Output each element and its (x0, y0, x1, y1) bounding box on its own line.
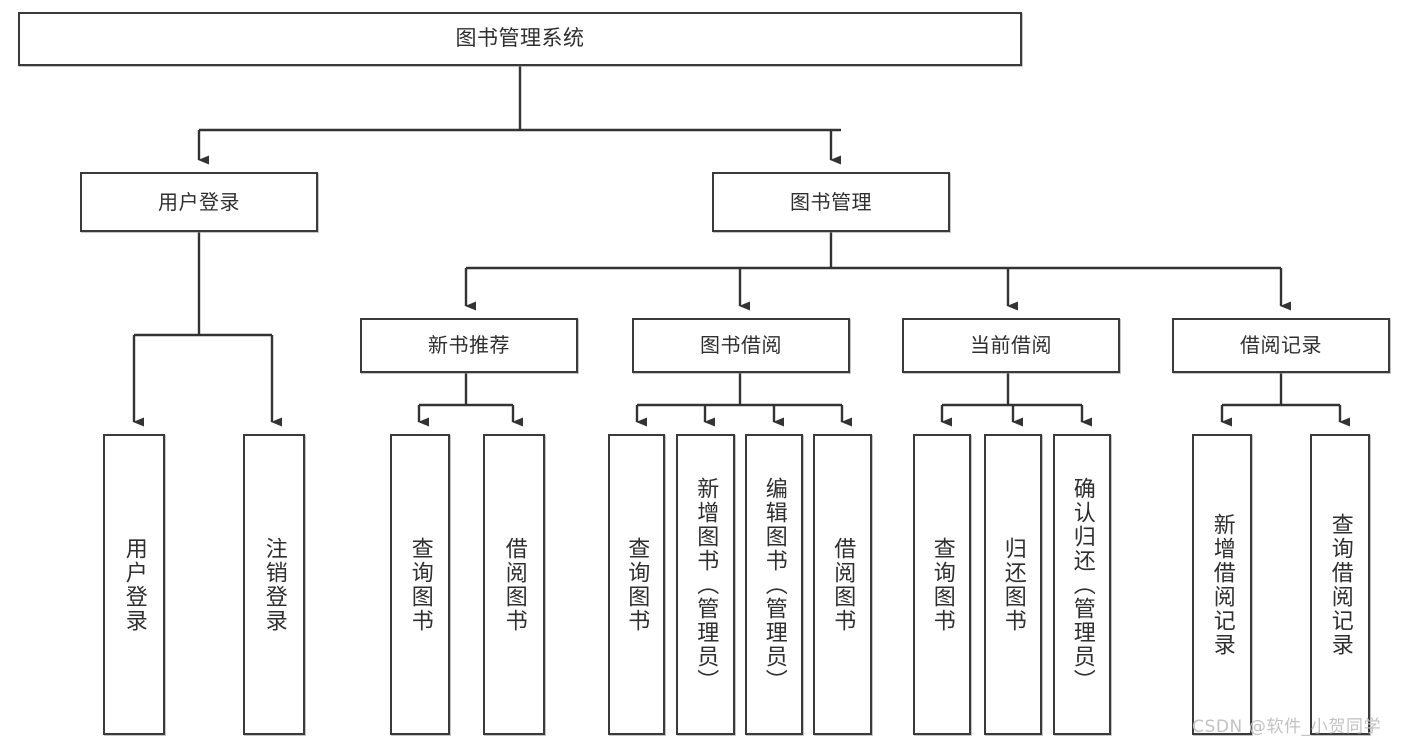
node-label: 新书推荐 (428, 333, 510, 358)
node-book-management[interactable]: 图书管理 (712, 172, 950, 232)
node-label: 借阅记录 (1240, 333, 1322, 358)
leaf-query-borrowing-record[interactable]: 查询借阅记录 (1310, 434, 1370, 735)
node-label: 图书借阅 (700, 333, 782, 358)
node-label: 借阅图书 (830, 536, 856, 633)
node-label: 新增图书（管理员） (693, 476, 719, 693)
node-label: 新增借阅记录 (1209, 512, 1235, 657)
node-label: 归还图书 (1000, 536, 1026, 633)
leaf-user-login[interactable]: 用户登录 (103, 434, 165, 735)
node-user-login[interactable]: 用户登录 (80, 172, 318, 232)
node-label: 用户登录 (121, 536, 147, 633)
node-new-book-recommendation[interactable]: 新书推荐 (360, 318, 578, 373)
node-label: 当前借阅 (970, 333, 1052, 358)
node-root-book-management-system[interactable]: 图书管理系统 (18, 12, 1022, 66)
leaf-borrow-books-borrowing[interactable]: 借阅图书 (813, 434, 872, 735)
node-label: 借阅图书 (501, 536, 527, 633)
node-label: 查询借阅记录 (1327, 512, 1353, 657)
node-label: 查询图书 (407, 536, 433, 633)
leaf-logout[interactable]: 注销登录 (243, 434, 305, 735)
leaf-confirm-return-admin[interactable]: 确认归还（管理员） (1053, 434, 1111, 735)
node-label: 图书管理 (790, 189, 872, 214)
leaf-borrow-books-newbook[interactable]: 借阅图书 (483, 434, 545, 735)
node-label: 查询图书 (929, 536, 955, 633)
leaf-query-books-newbook[interactable]: 查询图书 (390, 434, 450, 735)
leaf-return-books[interactable]: 归还图书 (984, 434, 1042, 735)
node-label: 用户登录 (158, 189, 240, 214)
leaf-edit-book-admin[interactable]: 编辑图书（管理员） (745, 434, 803, 735)
node-label: 图书管理系统 (455, 26, 585, 51)
node-label: 确认归还（管理员） (1069, 476, 1095, 693)
node-current-borrowing[interactable]: 当前借阅 (902, 318, 1120, 373)
leaf-query-books-current[interactable]: 查询图书 (913, 434, 971, 735)
node-label: 查询图书 (624, 536, 650, 633)
node-borrowing-records[interactable]: 借阅记录 (1172, 318, 1390, 373)
leaf-query-books-borrowing[interactable]: 查询图书 (608, 434, 665, 735)
node-label: 注销登录 (261, 536, 287, 633)
node-book-borrowing[interactable]: 图书借阅 (632, 318, 850, 373)
csdn-watermark: CSDN @软件_小贺同学 (1192, 717, 1382, 737)
node-label: 编辑图书（管理员） (761, 476, 787, 693)
leaf-add-book-admin[interactable]: 新增图书（管理员） (676, 434, 735, 735)
leaf-add-borrowing-record[interactable]: 新增借阅记录 (1192, 434, 1252, 735)
